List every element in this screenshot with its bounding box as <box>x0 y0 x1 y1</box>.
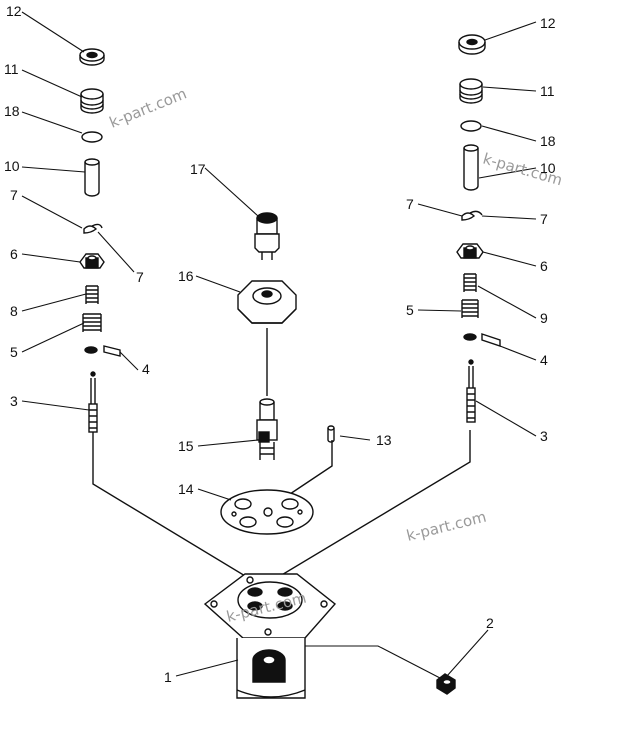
label-9-right: 9 <box>540 310 548 326</box>
right-piston-10 <box>463 144 479 191</box>
left-spring-8 <box>85 285 99 304</box>
label-14: 14 <box>178 481 194 497</box>
label-3-right: 3 <box>540 428 548 444</box>
label-4-left: 4 <box>142 361 150 377</box>
left-o-ring-18 <box>81 131 103 143</box>
label-10-right: 10 <box>540 160 556 176</box>
left-push-rod-3 <box>88 371 98 433</box>
label-11-right: 11 <box>540 83 555 99</box>
label-5-right: 5 <box>406 302 414 318</box>
label-13: 13 <box>376 432 392 448</box>
center-pin-13 <box>327 425 335 443</box>
right-o-ring-18 <box>460 120 482 132</box>
label-6-right: 6 <box>540 258 548 274</box>
center-gasket-14 <box>220 489 314 535</box>
right-nut-12 <box>458 34 486 55</box>
center-joint-17 <box>254 212 280 260</box>
label-16: 16 <box>178 268 194 284</box>
watermark-text: k-part.com <box>107 84 189 131</box>
left-spring-5 <box>82 313 102 332</box>
center-valve-15 <box>256 398 278 460</box>
label-12-left: 12 <box>6 3 22 19</box>
left-nut-12 <box>79 48 105 66</box>
valve-body-1 <box>203 573 337 699</box>
right-push-rod-3 <box>466 359 476 423</box>
label-12-right: 12 <box>540 15 556 31</box>
leader-lines <box>21 11 537 679</box>
label-8-left: 8 <box>10 303 18 319</box>
watermark-text: k-part.com <box>405 508 489 545</box>
label-18-left: 18 <box>4 103 20 119</box>
label-3-left: 3 <box>10 393 18 409</box>
left-piston-10 <box>84 158 100 197</box>
left-seat-6 <box>79 253 105 269</box>
label-11-left: 11 <box>4 61 19 77</box>
right-spring-9 <box>463 273 477 292</box>
part-labels: 12 11 18 10 7 7 6 8 5 4 3 12 11 18 10 7 … <box>4 3 556 685</box>
left-retainer-7 <box>83 223 103 234</box>
label-1: 1 <box>164 669 172 685</box>
right-shim-4 <box>463 333 501 347</box>
label-15: 15 <box>178 438 194 454</box>
label-17: 17 <box>190 161 206 177</box>
label-6-left: 6 <box>10 246 18 262</box>
right-spring-5 <box>461 299 479 318</box>
label-18-right: 18 <box>540 133 556 149</box>
right-bushing-11 <box>459 78 483 104</box>
assembly-lines <box>92 328 471 595</box>
label-10-left: 10 <box>4 158 20 174</box>
right-seat-6 <box>456 243 484 259</box>
label-7-left-b: 7 <box>136 269 144 285</box>
right-retainer-7 <box>461 210 483 221</box>
label-7-right-b: 7 <box>540 211 548 227</box>
label-7-right-a: 7 <box>406 196 414 212</box>
plug-2 <box>436 673 456 695</box>
label-5-left: 5 <box>10 344 18 360</box>
label-4-right: 4 <box>540 352 548 368</box>
label-7-left-a: 7 <box>10 187 18 203</box>
center-plate-16 <box>237 280 297 324</box>
left-shim-4 <box>84 345 121 357</box>
left-bushing-11 <box>80 88 104 114</box>
label-2: 2 <box>486 615 494 631</box>
